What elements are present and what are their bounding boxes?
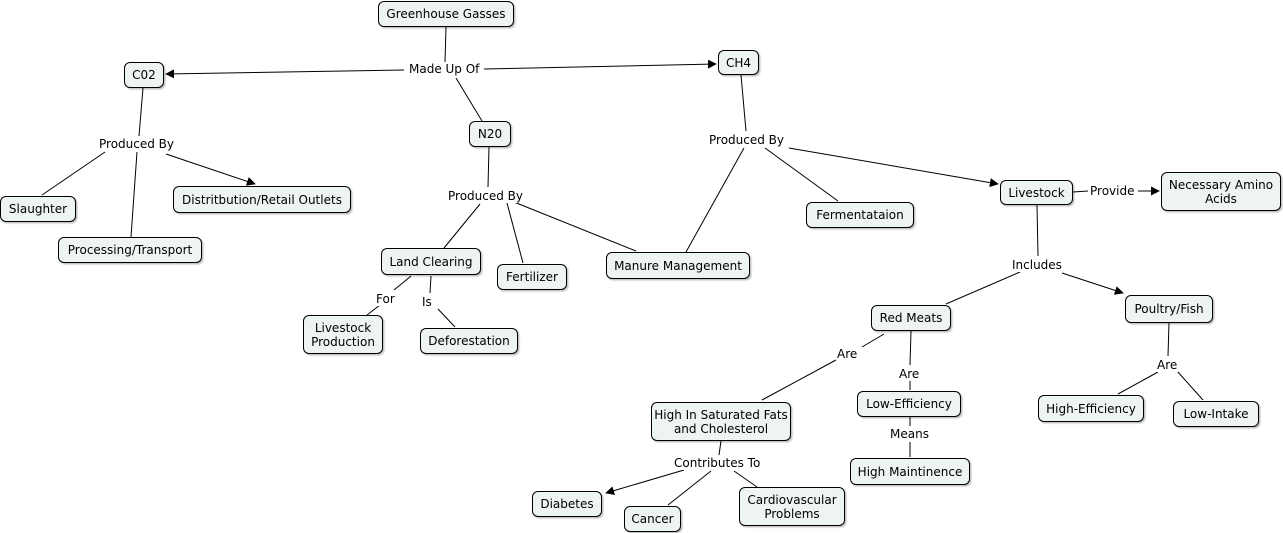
edge-for-livestockproduction [366,304,381,316]
edge-is-deforestation [437,308,456,328]
node-cancer[interactable]: Cancer [624,506,681,532]
edge-are-saturatedfats [761,359,837,401]
edge-producedby-manure [513,201,637,252]
link-poultry-are: Are [1156,358,1179,372]
node-low-intake[interactable]: Low-Intake [1173,401,1259,427]
node-diabetes[interactable]: Diabetes [532,491,602,517]
edge-producedby-livestock [788,147,999,188]
node-slaughter[interactable]: Slaughter [0,196,76,222]
edge-producedby-fertilizer [506,202,524,264]
node-greenhouse-gasses[interactable]: Greenhouse Gasses [378,1,514,27]
link-is: Is [421,295,433,309]
edge-ch4-producedby [740,74,747,132]
edge-redmeats-are2 [909,330,912,366]
node-co2[interactable]: C02 [124,62,164,88]
link-low-efficiency-are: Are [898,367,921,381]
node-saturated-fats[interactable]: High In Saturated Fats and Cholesterol [651,402,791,441]
node-n2o[interactable]: N20 [469,121,511,147]
edge-producedby-processing [130,151,138,238]
edge-co2-producedby [138,87,144,137]
node-high-efficiency[interactable]: High-Efficiency [1038,395,1144,422]
node-distribution[interactable]: Distritbution/Retail Outlets [173,186,351,213]
node-livestock-production[interactable]: Livestock Production [303,315,383,354]
node-red-meats[interactable]: Red Meats [871,305,951,331]
edge-n2o-producedby [487,146,490,188]
edge-producedby-slaughter [41,151,106,196]
edge-includes-redmeats [945,271,1021,305]
edge-livestock-provide [1072,190,1089,193]
link-for: For [375,292,396,306]
link-made-up-of: Made Up Of [408,62,481,76]
link-includes: Includes [1011,258,1063,272]
link-means: Means [889,427,930,441]
link-co2-produced-by: Produced By [98,137,176,151]
edge-contributes-cancer [667,470,712,506]
node-low-efficiency[interactable]: Low-Efficiency [857,391,961,417]
edge-madeupof-ch4 [483,59,717,70]
link-n2o-produced-by: Produced By [447,189,525,203]
node-deforestation[interactable]: Deforestation [420,328,518,354]
link-ch4-produced-by: Produced By [708,133,786,147]
edge-poultry-are [1167,322,1170,357]
node-livestock[interactable]: Livestock [1000,180,1073,205]
edge-producedby-landclearing [443,203,481,249]
node-fertilizer[interactable]: Fertilizer [497,264,567,290]
edge-livestock-includes [1036,204,1039,257]
edge-contributes-cardiovascular [733,470,758,488]
edge-landclearing-is [429,275,432,294]
edge-landclearing-for [393,275,412,291]
node-fermentation[interactable]: Fermentataion [806,202,914,228]
link-red-meats-are: Are [836,347,859,361]
edge-madeupof-co2 [165,69,405,79]
node-land-clearing[interactable]: Land Clearing [381,248,481,275]
edge-saturatedfats-contributes [718,440,722,456]
edge-producedby-fermentation [764,147,839,202]
edge-greenhouse-madeupof [444,26,447,63]
node-high-maintenance[interactable]: High Maintinence [850,458,970,485]
node-ch4[interactable]: CH4 [718,50,759,75]
link-provide: Provide [1089,184,1136,198]
edge-are-highefficiency [1117,371,1159,395]
edge-includes-poultry [1061,272,1124,295]
edge-are-lowintake [1176,370,1204,401]
node-cardiovascular-problems[interactable]: Cardiovascular Problems [739,487,845,526]
link-contributes-to: Contributes To [673,456,762,470]
edge-producedby-distribution [165,153,256,186]
edge-producedby-manure2 [685,147,745,253]
node-processing[interactable]: Processing/Transport [58,237,202,263]
edge-contributes-diabetes [605,469,685,496]
edge-madeupof-n2o [455,77,483,122]
node-poultry-fish[interactable]: Poultry/Fish [1125,295,1213,323]
node-necessary-amino-acids[interactable]: Necessary Amino Acids [1161,172,1281,211]
edge-redmeats-are [861,333,885,348]
node-manure-management[interactable]: Manure Management [606,252,750,279]
